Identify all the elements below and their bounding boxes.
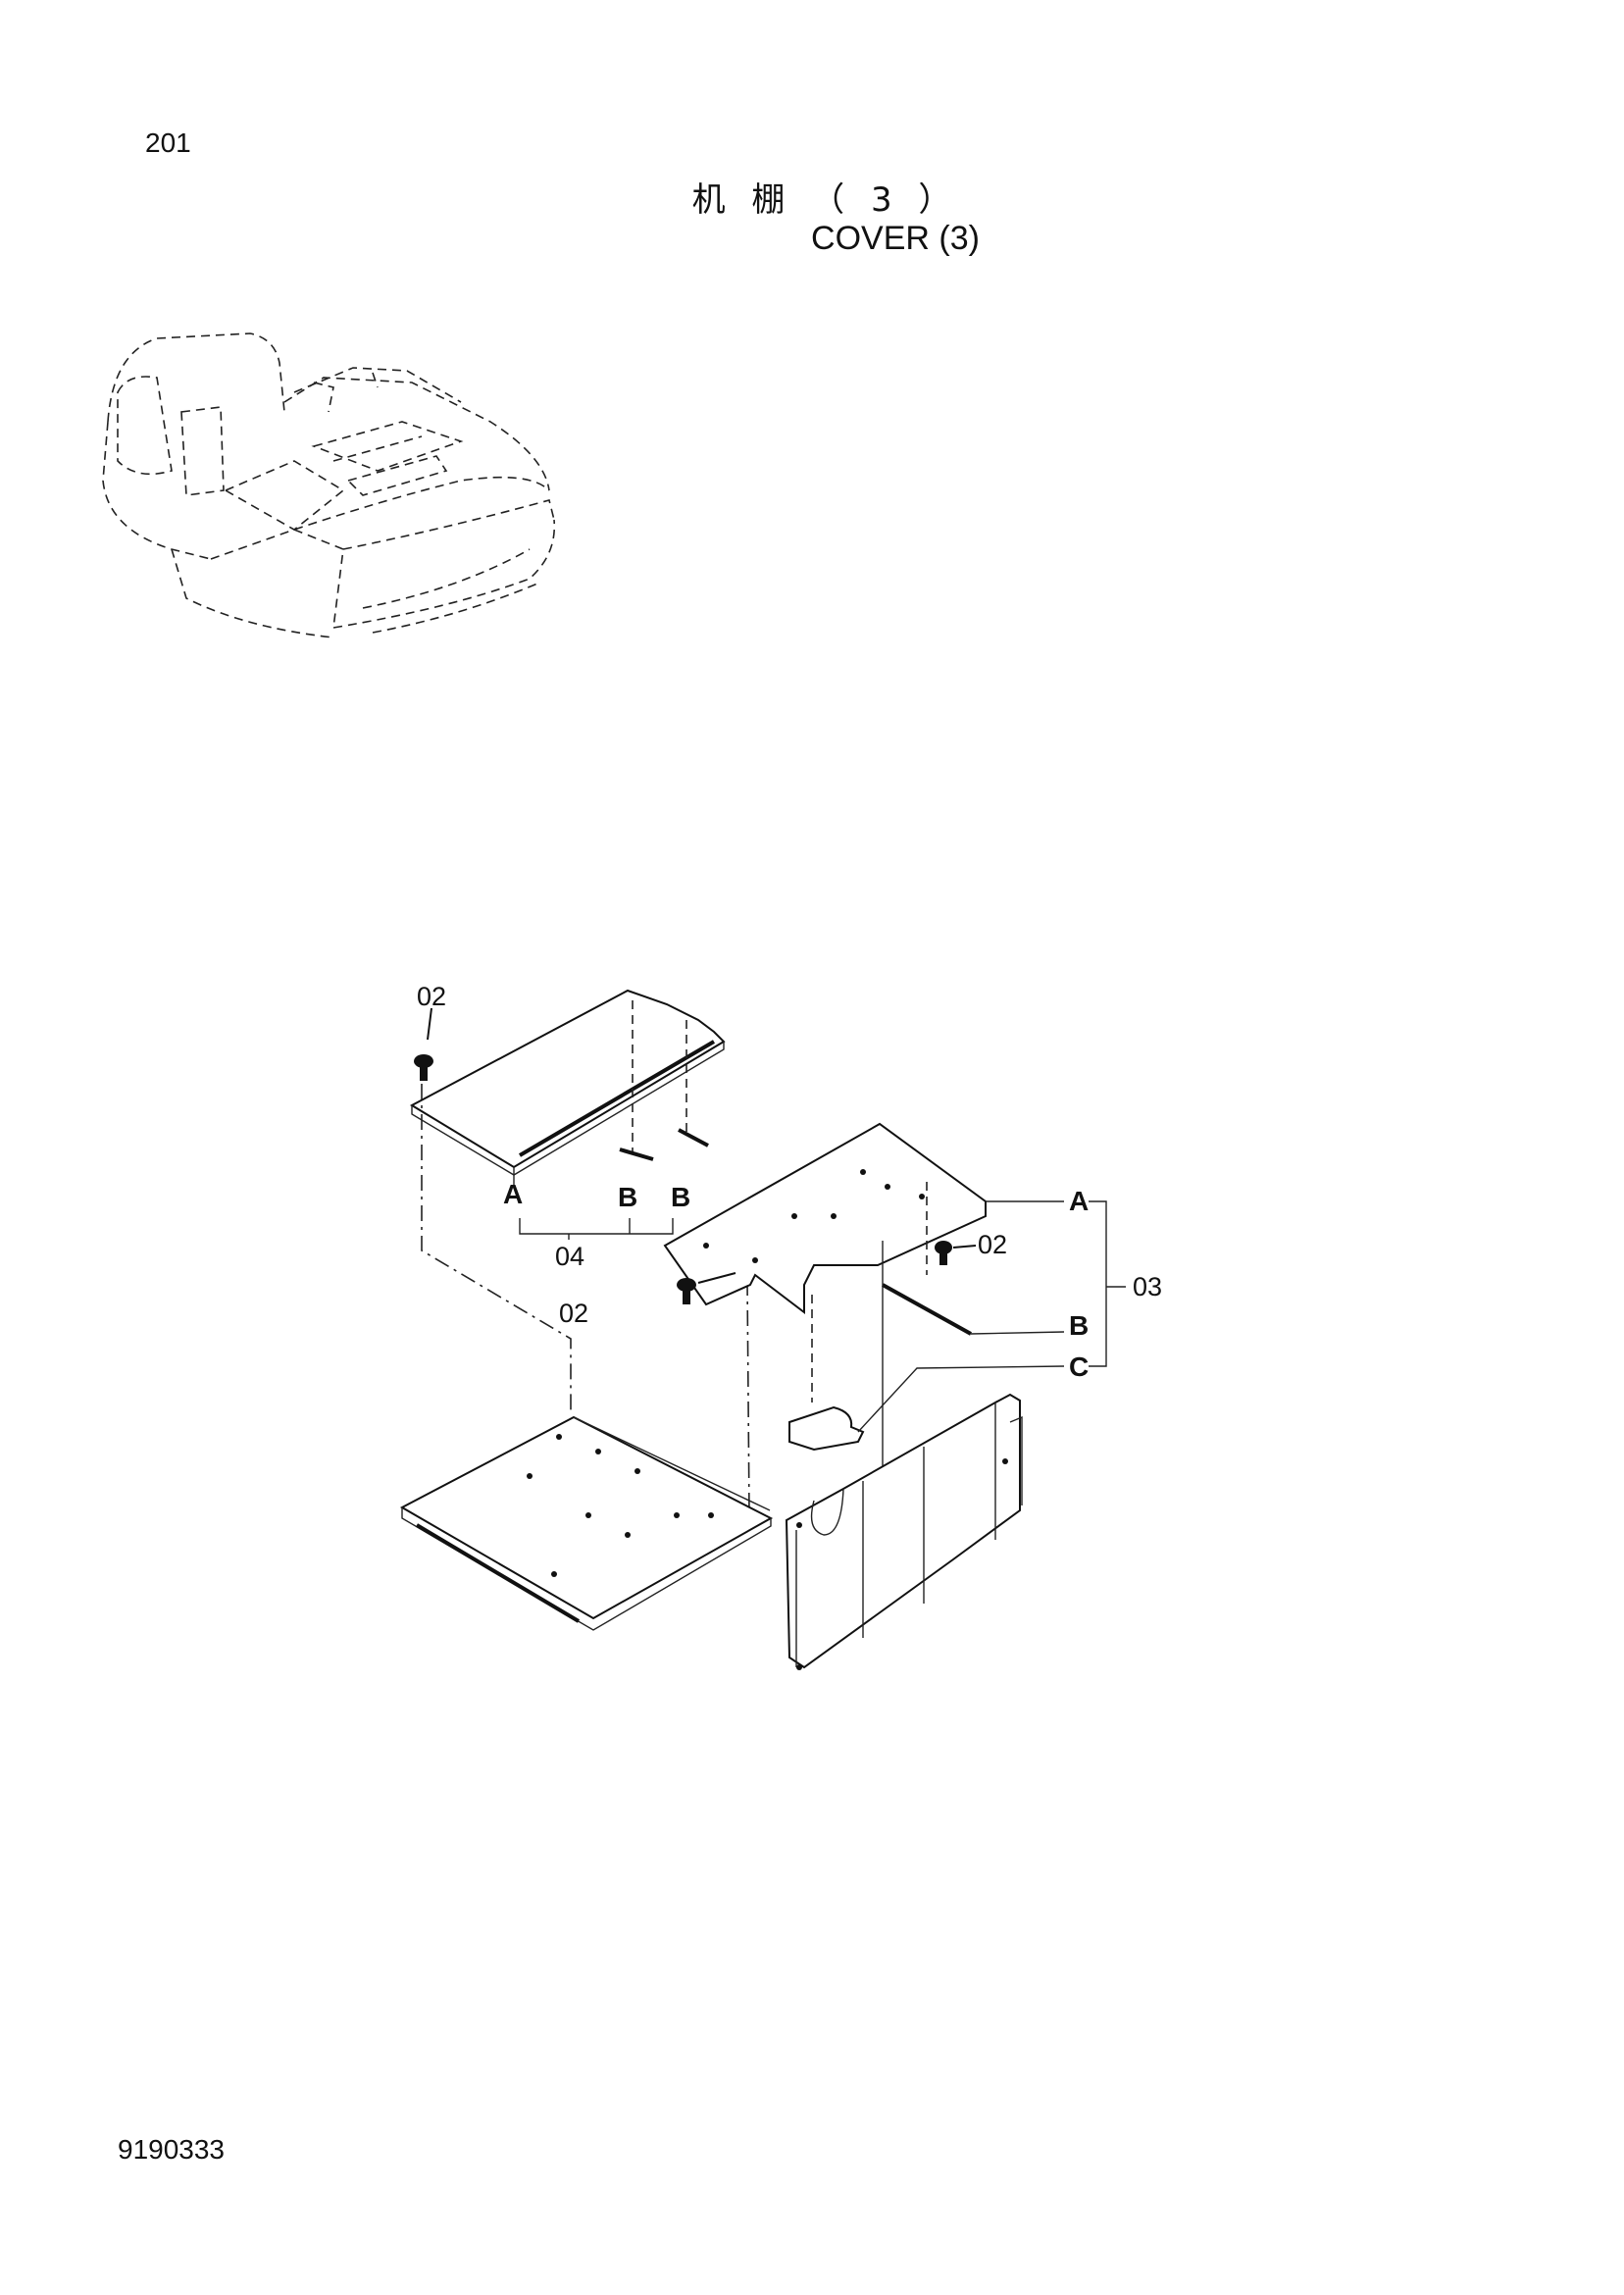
page-number: 201 <box>145 128 191 158</box>
assembly-line <box>746 1279 750 1516</box>
bolt-icon <box>677 1272 736 1304</box>
title-chinese: 机 棚 （ 3 ） <box>691 180 960 220</box>
ref-letter-c: C <box>1069 1352 1089 1382</box>
bolt-icon <box>414 1007 433 1081</box>
document-number: 9190333 <box>118 2134 226 2165</box>
ref-letter-b: B <box>1069 1310 1089 1341</box>
callout-02: 02 <box>559 1299 588 1328</box>
callout-03: 03 <box>1133 1272 1162 1301</box>
ref-letter-a: A <box>1069 1186 1089 1216</box>
side-panel <box>785 1393 1023 1670</box>
plate-part-03 <box>663 1122 987 1466</box>
callout-04: 04 <box>555 1242 584 1271</box>
title-english: COVER (3) <box>811 220 980 257</box>
leader-lines <box>857 1200 1126 1433</box>
bolt-icon <box>935 1241 977 1265</box>
assembly-line <box>421 1084 572 1412</box>
plate-part-04 <box>409 989 726 1240</box>
callout-02: 02 <box>417 982 446 1011</box>
ref-letter-a: A <box>503 1179 523 1209</box>
ref-letter-b: B <box>671 1182 690 1212</box>
ref-letter-b: B <box>618 1182 637 1212</box>
block-part-c <box>788 1405 865 1452</box>
excavator-overview-illustration <box>102 332 556 638</box>
floor-plate <box>399 1415 774 1631</box>
callout-02: 02 <box>978 1230 1007 1259</box>
